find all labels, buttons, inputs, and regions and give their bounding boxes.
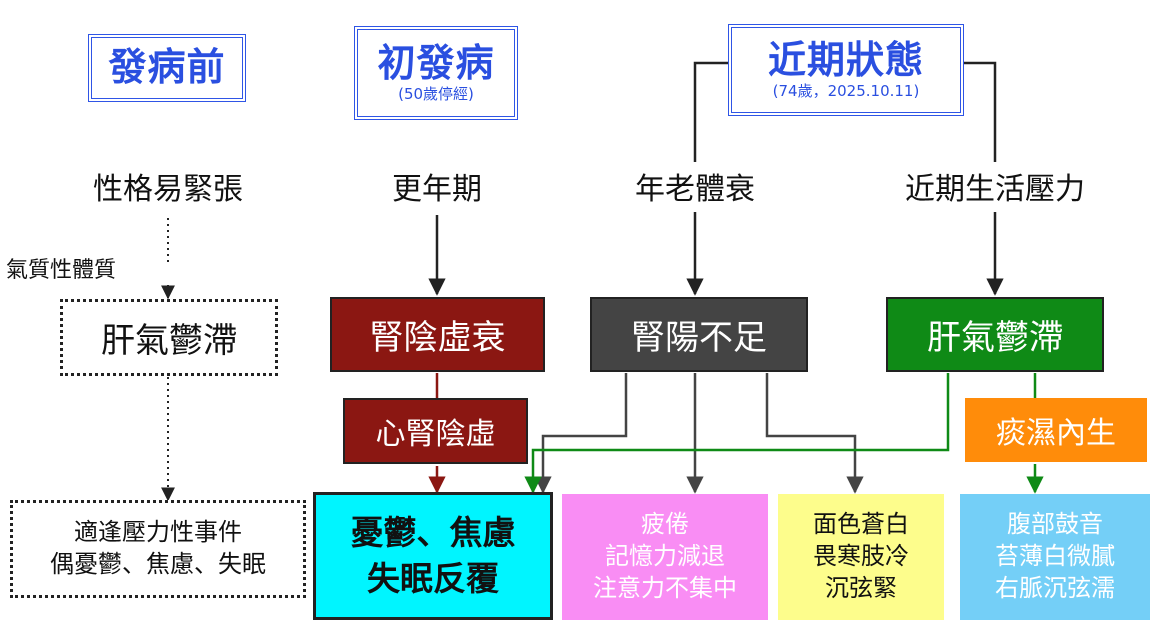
node-kidney-yin: 腎陰虛衰 xyxy=(330,297,545,372)
arrow-kidney-yang-to-mood xyxy=(534,373,628,494)
factor-temperament: 氣質性體質 xyxy=(6,258,117,283)
factor-aging: 年老體衰 xyxy=(635,172,755,207)
factor-menopause: 更年期 xyxy=(392,172,482,207)
outcome-stress-events-line-2: 偶憂鬱、焦慮、失眠 xyxy=(50,550,266,578)
stage-recent-title: 近期狀態 xyxy=(767,37,924,82)
outcome-mood-line-2: 失眠反覆 xyxy=(367,559,499,598)
stage-onset-subtitle: (50歲停經) xyxy=(398,84,474,103)
arrow-kidney-yang-to-cold xyxy=(765,373,864,494)
outcome-cold: 面色蒼白 畏寒肢冷 沉弦緊 xyxy=(778,494,944,620)
outcome-stress-events: 適逢壓力性事件 偶憂鬱、焦慮、失眠 xyxy=(10,500,306,598)
outcome-abdomen-line-2: 苔薄白微膩 xyxy=(995,542,1115,571)
outcome-mood: 憂鬱、焦慮 失眠反覆 xyxy=(313,492,553,620)
outcome-mood-line-1: 憂鬱、焦慮 xyxy=(350,512,516,552)
outcome-stress-events-line-1: 適逢壓力性事件 xyxy=(74,518,242,547)
stage-before-box: 發病前 xyxy=(88,34,246,102)
outcome-fatigue-line-2: 記憶力減退 xyxy=(605,542,725,571)
factor-stress: 近期生活壓力 xyxy=(905,172,1085,207)
outcome-abdomen: 腹部鼓音 苔薄白微膩 右脈沉弦濡 xyxy=(960,494,1150,620)
stage-recent-subtitle: (74歲，2025.10.11) xyxy=(772,81,920,100)
stage-onset-box: 初發病 (50歲停經) xyxy=(354,26,518,120)
node-liver-qi-recent: 肝氣鬱滯 xyxy=(886,297,1104,372)
outcome-fatigue: 疲倦 記憶力減退 注意力不集中 xyxy=(562,494,768,620)
node-phlegm-damp: 痰濕內生 xyxy=(965,398,1147,462)
outcome-cold-line-3: 沉弦緊 xyxy=(825,573,897,602)
outcome-cold-line-1: 面色蒼白 xyxy=(813,510,909,539)
node-liver-qi-before: 肝氣鬱滯 xyxy=(60,299,278,376)
stage-before-title: 發病前 xyxy=(108,45,226,90)
factor-personality: 性格易緊張 xyxy=(93,172,243,207)
stage-recent-box: 近期狀態 (74歲，2025.10.11) xyxy=(728,24,964,116)
outcome-cold-line-2: 畏寒肢冷 xyxy=(813,542,909,571)
node-kidney-yang: 腎陽不足 xyxy=(590,297,808,372)
outcome-fatigue-line-1: 疲倦 xyxy=(641,510,689,539)
outcome-fatigue-line-3: 注意力不集中 xyxy=(593,573,737,602)
recent-bracket xyxy=(693,61,997,162)
stage-onset-title: 初發病 xyxy=(377,40,495,85)
arrow-liver-qi-to-mood xyxy=(524,373,950,494)
outcome-abdomen-line-3: 右脈沉弦濡 xyxy=(995,573,1115,602)
outcome-abdomen-line-1: 腹部鼓音 xyxy=(1007,510,1103,539)
node-heart-kidney-yin: 心腎陰虛 xyxy=(343,398,528,464)
